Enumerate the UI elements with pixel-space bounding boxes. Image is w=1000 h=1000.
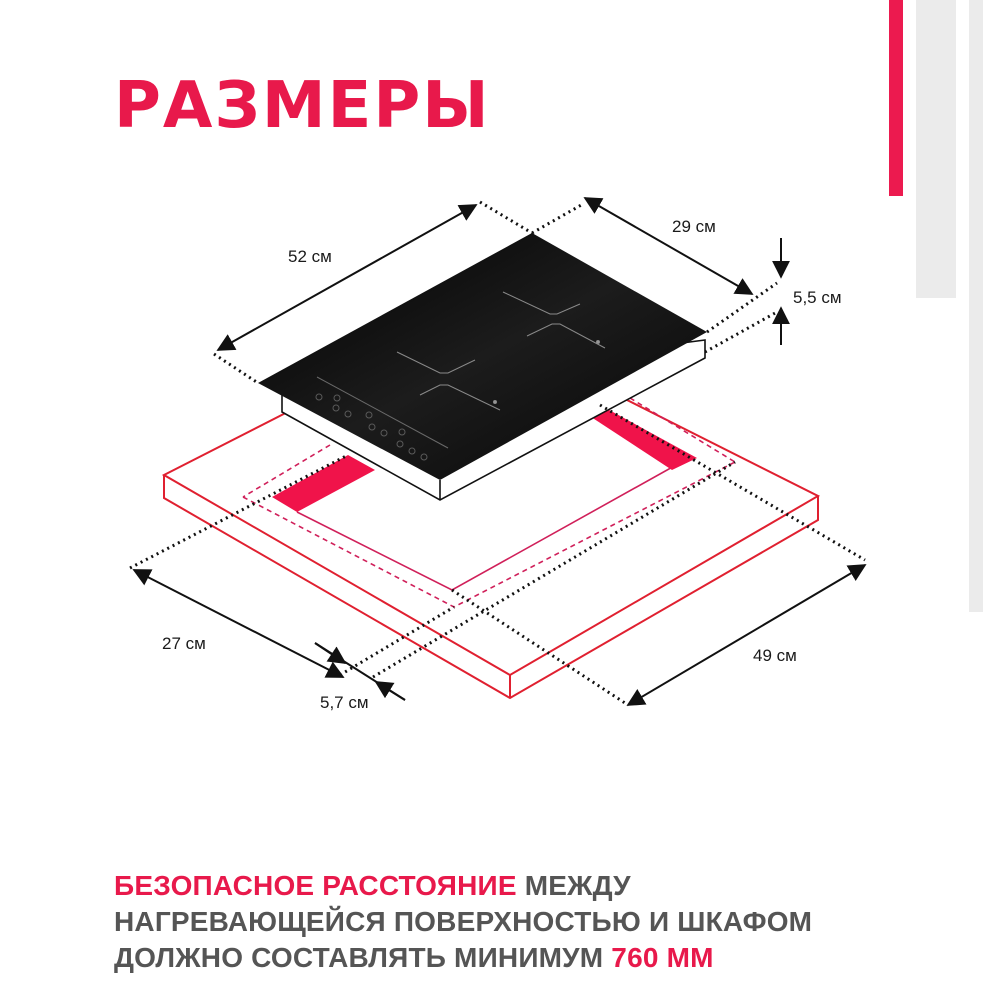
label-countertop-offset: 5,7 см [320,693,369,712]
label-hob-depth: 29 см [672,217,716,236]
arrow-29cm [583,197,754,295]
touch-controls [315,393,428,461]
accent-side-bar [889,0,903,196]
note-highlight-safe-distance: БЕЗОПАСНОЕ РАССТОЯНИЕ [114,870,517,901]
label-hob-length: 52 см [288,247,332,266]
gray-side-bar-narrow [969,0,983,612]
safety-note: БЕЗОПАСНОЕ РАССТОЯНИЕ МЕЖДУ НАГРЕВАЮЩЕЙС… [114,868,874,976]
gray-side-bar-wide [916,0,956,298]
page-title: РАЗМЕРЫ [114,69,491,143]
label-cutout-length: 49 см [753,646,797,665]
arrow-52cm [216,204,478,351]
arrow-27cm [132,569,345,678]
dimension-arrows [132,197,867,706]
arrow-49cm [626,564,867,706]
burner-1-marker [396,351,501,411]
control-strip-line [316,376,449,449]
label-hob-height: 5,5 см [793,288,842,307]
note-highlight-760mm: 760 ММ [611,942,714,973]
extension-lines [129,200,866,707]
burner-2-marker [502,291,606,349]
label-cutout-depth: 27 см [162,634,206,653]
note-body: МЕЖДУ НАГРЕВАЮЩЕЙСЯ ПОВЕРХНОСТЬЮ И ШКАФО… [114,870,813,973]
